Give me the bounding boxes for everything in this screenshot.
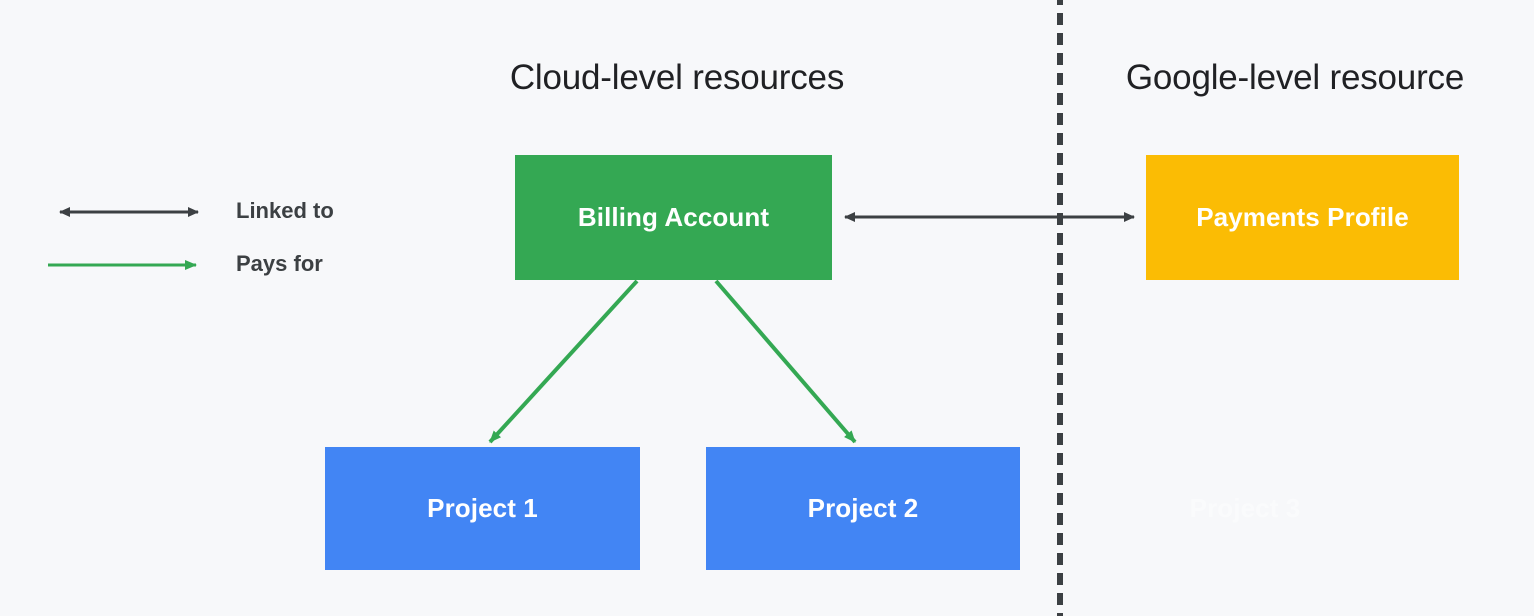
node-payments-profile[interactable]: Payments Profile [1146, 155, 1459, 280]
legend-label-linked-to: Linked to [236, 198, 334, 223]
edge-billing-to-project-2 [714, 279, 857, 444]
edge-billing-to-project-1 [488, 279, 639, 444]
section-title-google-level: Google-level resource [1125, 58, 1465, 97]
section-title-cloud-level: Cloud-level resources [509, 58, 845, 97]
legend-label-pays-for: Pays for [236, 251, 323, 276]
node-billing-account[interactable]: Billing Account [515, 155, 832, 280]
node-project-1[interactable]: Project 1 [325, 447, 640, 570]
node-project-3: Project 3 [1189, 493, 1301, 523]
node-project-2[interactable]: Project 2 [706, 447, 1020, 570]
